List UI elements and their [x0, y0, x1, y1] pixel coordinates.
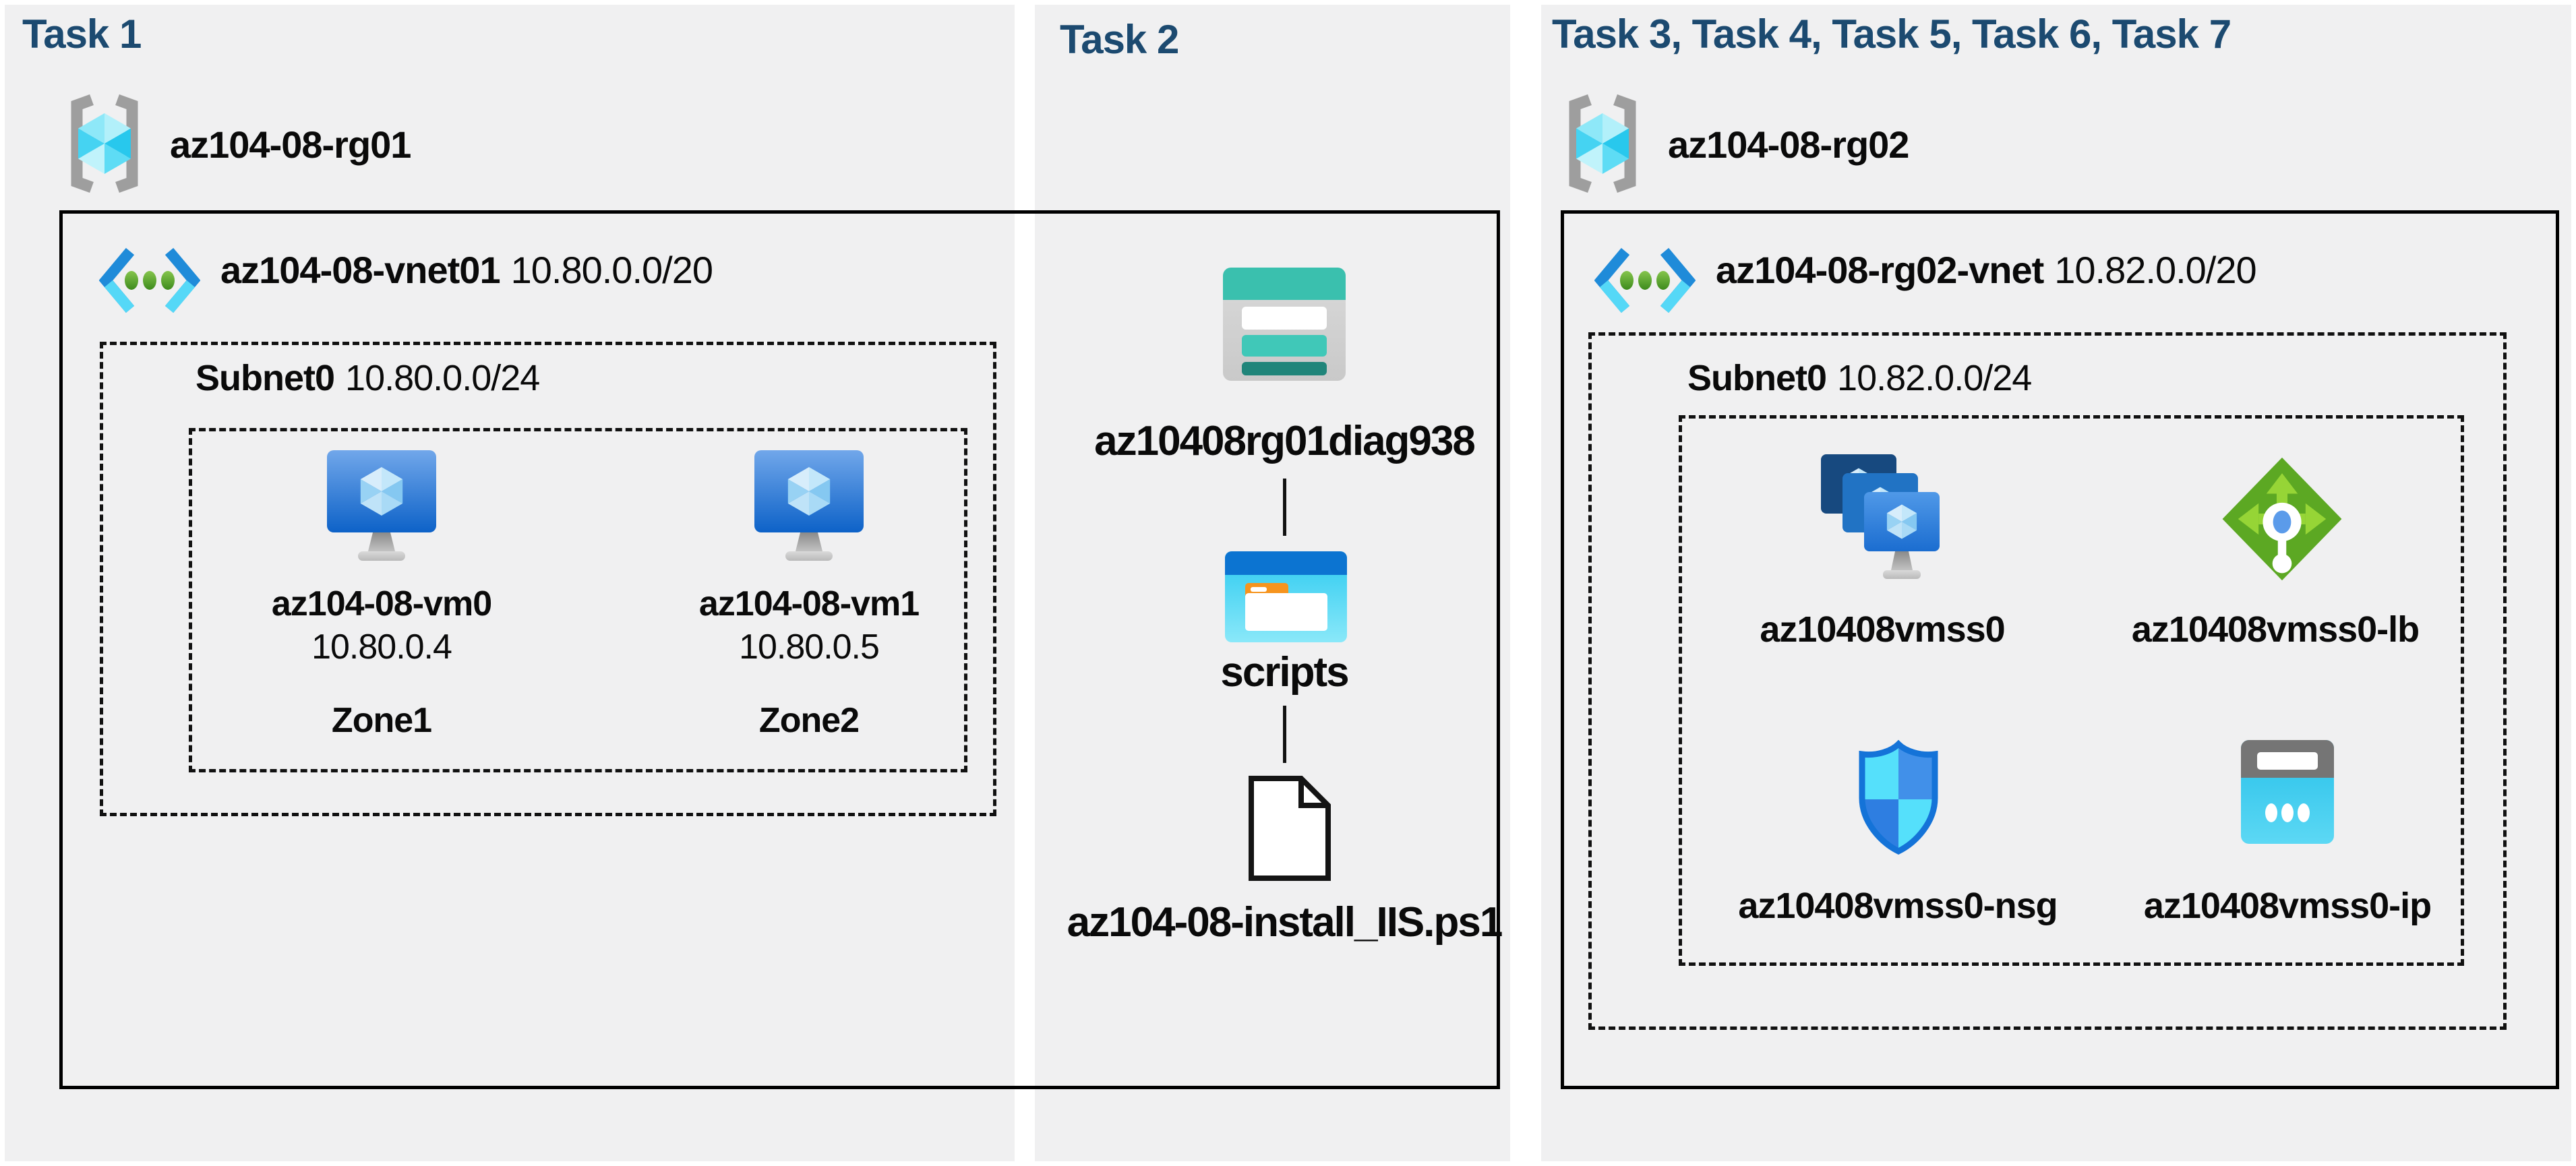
vnet2-name: az104-08-rg02-vnet [1716, 249, 2044, 291]
zones-boundary-box [189, 428, 967, 772]
public-ip-icon [2238, 737, 2337, 847]
subnet1-cidr: 10.80.0.0/24 [345, 358, 540, 398]
subnet2-boundary-box [1588, 332, 2507, 1030]
vm1-name: az104-08-vm1 [698, 584, 920, 623]
resource-group-label: az104-08-rg01 [170, 123, 411, 166]
vnet1-boundary-box [59, 210, 1500, 1089]
task1-panel [5, 5, 1015, 1161]
resource-group2-label: az104-08-rg02 [1668, 123, 1909, 166]
vmss-resources-boundary-box [1679, 415, 2464, 966]
load-balancer-icon [2220, 447, 2344, 591]
vnet1-name: az104-08-vnet01 [220, 249, 501, 291]
vnet2-boundary-box [1561, 210, 2559, 1089]
subnet1-name: Subnet0 [196, 358, 335, 398]
storage-account-icon [1223, 268, 1346, 381]
virtual-network-icon [1594, 237, 1696, 324]
vnet2-cidr: 10.82.0.0/20 [2054, 249, 2256, 291]
subnet1-boundary-box [100, 342, 996, 816]
vmss-label: az10408vmss0 [1760, 609, 2005, 650]
virtual-machine-icon [752, 445, 866, 561]
vm0-zone: Zone1 [331, 701, 432, 740]
storage-account-label: az10408rg01diag938 [1094, 418, 1476, 464]
virtual-network-icon [99, 237, 200, 324]
public-ip-label: az10408vmss0-ip [2143, 886, 2432, 926]
blob-container-folder-icon [1225, 551, 1347, 642]
virtual-machine-icon [324, 445, 439, 561]
folder-label: scripts [1220, 649, 1349, 696]
script-file-icon [1247, 774, 1332, 882]
task2-title: Task 2 [1060, 17, 1179, 62]
vm1-ip: 10.80.0.5 [739, 627, 880, 667]
subnet2-name: Subnet0 [1687, 358, 1827, 398]
connector-folder-to-file [1283, 706, 1286, 763]
connector-storage-to-folder [1283, 479, 1286, 536]
vm-scale-set-icon [1820, 453, 1945, 596]
file-label: az104-08-install_IIS.ps1 [1067, 899, 1503, 946]
resource-group-icon [61, 93, 148, 194]
subnet2-cidr: 10.82.0.0/24 [1837, 358, 2032, 398]
vm0-ip: 10.80.0.4 [311, 627, 452, 667]
nsg-shield-icon [1854, 740, 1943, 856]
resource-group-icon [1559, 93, 1646, 194]
nsg-label: az10408vmss0-nsg [1738, 886, 2058, 926]
task3-title: Task 3, Task 4, Task 5, Task 6, Task 7 [1552, 11, 2231, 57]
task3-panel [1541, 5, 2571, 1161]
vnet1-cidr: 10.80.0.0/20 [510, 249, 713, 291]
task1-title: Task 1 [22, 11, 142, 57]
load-balancer-label: az10408vmss0-lb [2131, 609, 2420, 650]
vm1-zone: Zone2 [758, 701, 860, 740]
vm0-name: az104-08-vm0 [271, 584, 492, 623]
